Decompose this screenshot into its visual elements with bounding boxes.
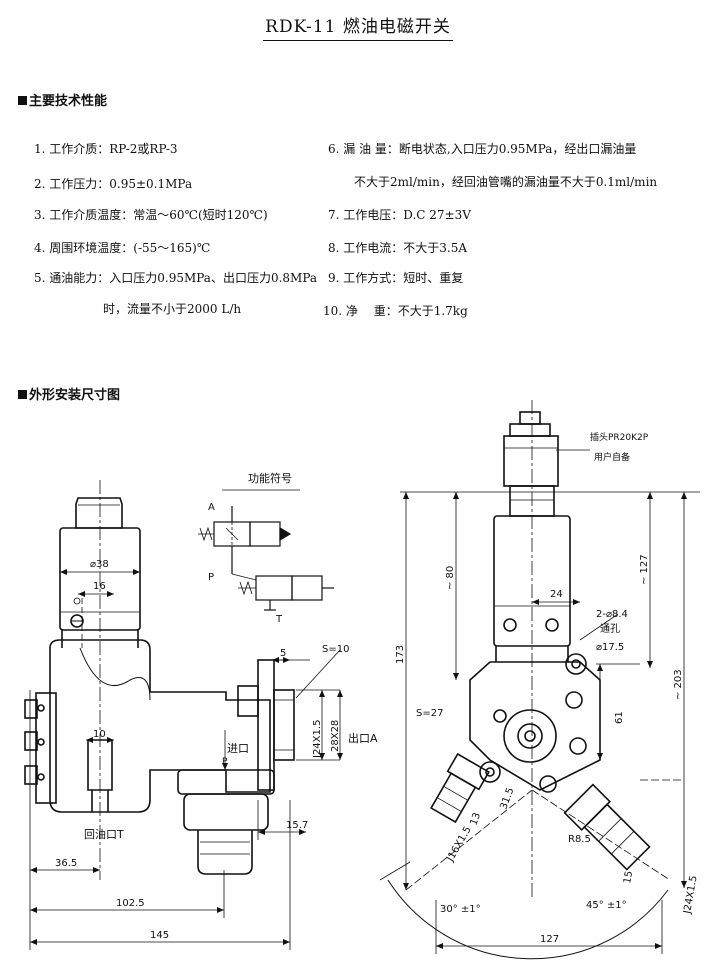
dim-j24-right: J24X1.5 <box>682 875 700 916</box>
dim-j16: J16X1.5 <box>445 825 474 865</box>
function-symbol <box>198 489 334 611</box>
dim-s27: S=27 <box>416 708 443 719</box>
spec-item-7: 7. 工作电压：D.C 27±3V <box>328 208 471 222</box>
left-view-labels: ⌀38 16 10 进口 P 回油口T 36.5 102.5 145 15.7 … <box>55 559 378 941</box>
spec-item-1: 1. 工作介质：RP-2或RP-3 <box>34 142 178 156</box>
dim-31-5: 31.5 <box>498 786 516 811</box>
left-flange <box>35 692 57 804</box>
outlet-label: 出口A <box>348 731 378 745</box>
drawing-heading: 外形安装尺寸图 <box>18 384 120 403</box>
spec-item-4: 4. 周围环境温度：(-55～165)℃ <box>34 241 211 255</box>
dim-173: 173 <box>395 645 406 664</box>
return-label: 回油口T <box>84 827 124 841</box>
dim-61: 61 <box>614 711 625 724</box>
left-view-drawing <box>24 497 295 875</box>
user-label: 用户自备 <box>594 451 630 463</box>
dim-dia38: ⌀38 <box>90 559 109 570</box>
specs-heading: 主要技术性能 <box>18 90 107 109</box>
dim-15: 15 <box>622 870 635 884</box>
symbol-port-p: P <box>208 572 214 583</box>
plug-label: 插头PR20K2P <box>590 431 649 443</box>
left-angled-fitting <box>430 752 490 824</box>
inlet-fitting <box>197 830 253 875</box>
plug-body <box>503 435 559 487</box>
spec-item-6: 6. 漏 油 量：断电状态,入口压力0.95MPa，经出口漏油量 <box>328 142 637 156</box>
inlet-label: 进口 <box>227 742 249 755</box>
dim-13: 13 <box>468 811 483 827</box>
dim-10: 10 <box>93 729 106 740</box>
right-view-labels: 插头PR20K2P 用户自备 ~ 80 ~ 127 173 ~ 203 24 2… <box>395 431 700 945</box>
document-title: RDK-11 燃油电磁开关 <box>0 12 716 41</box>
dim-24: 24 <box>550 589 563 600</box>
symbol-title: 功能符号 <box>248 471 292 485</box>
main-body <box>469 661 601 791</box>
dim-dia17-5: ⌀17.5 <box>596 642 624 653</box>
holes-label: 2-⌀8.4 <box>596 609 628 620</box>
dim-127-vertical: ~ 127 <box>639 554 650 585</box>
dim-15-7: 15.7 <box>286 820 308 831</box>
screw-left <box>70 614 84 628</box>
symbol-port-a: A <box>208 502 215 513</box>
spec-item-6-cont: 不大于2ml/min，经回油管嘴的漏油量不大于0.1ml/min <box>354 175 658 189</box>
spec-item-5: 5. 通油能力：入口压力0.95MPa、出口压力0.8MPa <box>34 271 318 285</box>
function-symbol-labels: 功能符号 A P T <box>208 471 292 625</box>
spec-item-3: 3. 工作介质温度：常温～60℃(短时120℃) <box>34 208 268 222</box>
spec-item-10: 10. 净 重：不大于1.7kg <box>323 304 468 318</box>
dim-j24: J24X1.5 <box>312 720 323 759</box>
dim-102-5: 102.5 <box>116 898 145 909</box>
spec-item-8: 8. 工作电流：不大于3.5A <box>328 241 468 255</box>
dim-36-5: 36.5 <box>55 858 77 869</box>
dim-r8-5: R8.5 <box>568 834 591 845</box>
valve-body <box>49 639 271 813</box>
solenoid-cap <box>75 497 123 529</box>
inlet-port-label: P <box>222 757 228 767</box>
right-angled-fitting <box>563 783 651 871</box>
mount-hole-bottom <box>479 761 501 783</box>
dim-203: ~ 203 <box>673 669 684 700</box>
symbol-port-t: T <box>275 614 283 625</box>
left-view-dimensions <box>29 480 343 950</box>
plug-tip <box>519 411 541 425</box>
spec-item-5-cont: 时，流量不小于2000 L/h <box>103 302 242 316</box>
dim-28x28: 28X28 <box>330 720 341 752</box>
dim-127-horizontal: 127 <box>540 934 559 945</box>
right-view-dimensions <box>379 400 700 954</box>
dim-16: 16 <box>93 581 106 592</box>
right-view-drawing <box>387 411 669 960</box>
dim-s10: S=10 <box>322 644 349 655</box>
dim-80: ~ 80 <box>445 566 456 590</box>
dim-145: 145 <box>150 930 169 941</box>
outlet-fitting <box>273 689 295 761</box>
spec-item-9: 9. 工作方式：短时、重复 <box>328 271 464 285</box>
angle-30: 30° ±1° <box>440 904 481 915</box>
center-port <box>503 709 557 763</box>
angle-arc <box>387 879 669 960</box>
angle-45: 45° ±1° <box>586 900 627 911</box>
through-label: 通孔 <box>600 623 620 635</box>
dim-5: 5 <box>280 648 286 659</box>
spec-item-2: 2. 工作压力：0.95±0.1MPa <box>34 177 193 191</box>
mount-hole-top <box>565 653 587 675</box>
